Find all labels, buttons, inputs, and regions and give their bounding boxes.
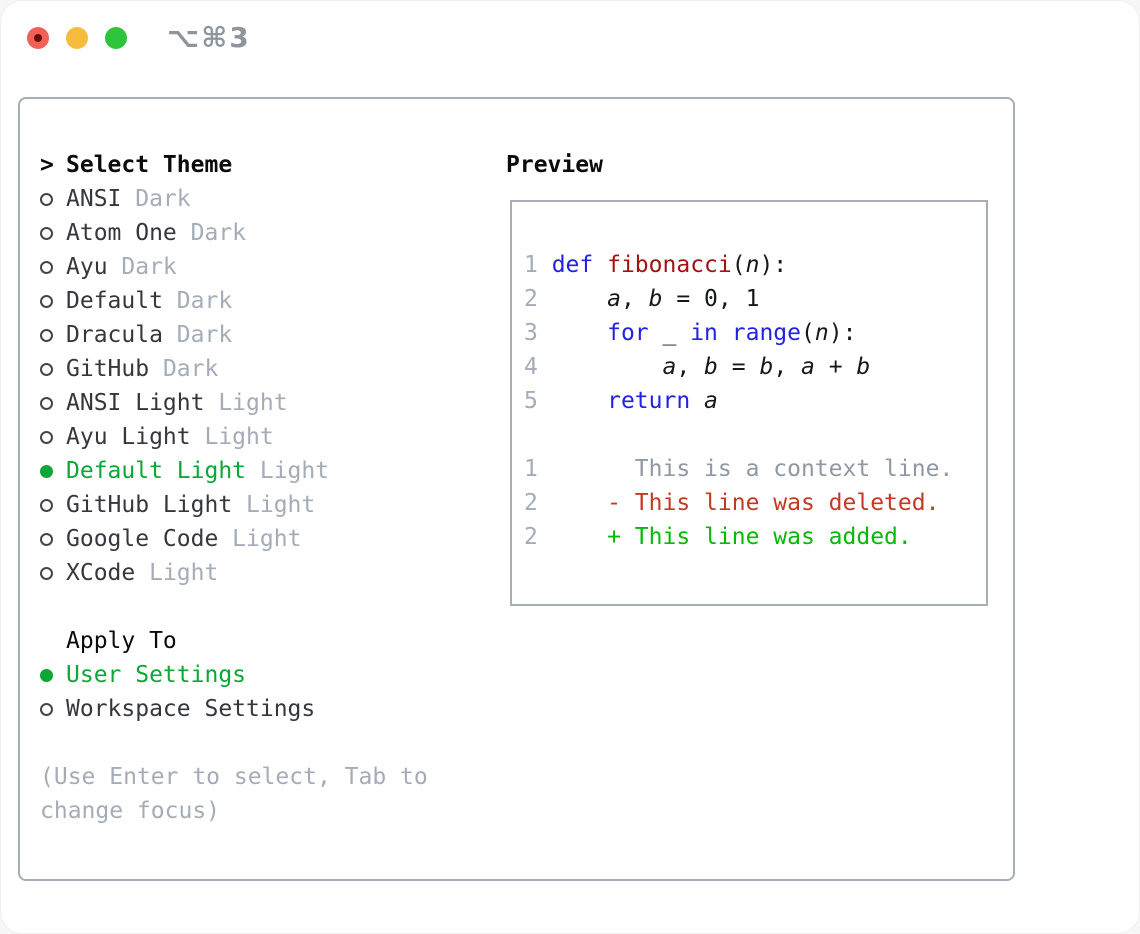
spacer xyxy=(40,726,428,760)
theme-option-default-dark[interactable]: Default Dark xyxy=(40,284,428,318)
radio-icon xyxy=(40,566,53,580)
theme-option-label: Ayu xyxy=(66,254,108,280)
theme-option-label: Google Code xyxy=(66,526,219,552)
theme-variant-label: Dark xyxy=(162,288,233,314)
code-line: 2 + This line was added. xyxy=(524,524,912,550)
code-line: 4 a, b = b, a + b xyxy=(524,354,871,380)
theme-variant-label: Light xyxy=(204,390,288,416)
apply-to-header: Apply To xyxy=(40,624,428,658)
theme-option-label: Default Light xyxy=(66,458,247,484)
theme-option-default-light-light[interactable]: Default Light Light xyxy=(40,454,428,488)
apply-option-label: User Settings xyxy=(66,662,247,688)
hint-line-2: change focus) xyxy=(40,798,221,824)
theme-option-github-light-light[interactable]: GitHub Light Light xyxy=(40,488,428,522)
theme-variant-label: Dark xyxy=(107,254,177,280)
apply-option-label: Workspace Settings xyxy=(66,696,316,722)
theme-option-google-code-light[interactable]: Google Code Light xyxy=(40,522,428,556)
radio-icon xyxy=(40,396,53,410)
radio-icon xyxy=(40,532,53,546)
theme-variant-label: Light xyxy=(246,458,330,484)
radio-icon xyxy=(40,430,53,444)
theme-variant-label: Dark xyxy=(149,356,219,382)
select-theme-header: > Select Theme xyxy=(40,148,428,182)
radio-selected-icon xyxy=(40,668,53,682)
code-preview-box: 1 def fibonacci(n): 2 a, b = 0, 1 3 for _ … xyxy=(510,200,988,606)
close-button[interactable] xyxy=(27,27,49,49)
theme-option-ansi-dark[interactable]: ANSI Dark xyxy=(40,182,428,216)
close-dot-icon xyxy=(34,34,42,42)
theme-option-ayu-dark[interactable]: Ayu Dark xyxy=(40,250,428,284)
radio-icon xyxy=(40,328,53,342)
radio-icon xyxy=(40,498,53,512)
radio-icon xyxy=(40,260,53,274)
theme-variant-label: Light xyxy=(190,424,274,450)
theme-option-label: Default xyxy=(66,288,163,314)
theme-variant-label: Dark xyxy=(162,322,233,348)
theme-option-atom-one-dark[interactable]: Atom One Dark xyxy=(40,216,428,250)
apply-to-title: Apply To xyxy=(66,628,177,654)
theme-option-label: Dracula xyxy=(66,322,163,348)
code-line: 1 This is a context line. xyxy=(524,456,954,482)
radio-icon xyxy=(40,702,53,716)
code-line: 2 a, b = 0, 1 xyxy=(524,286,760,312)
code-line: 2 - This line was deleted. xyxy=(524,490,940,516)
theme-option-label: Atom One xyxy=(66,220,177,246)
minimize-button[interactable] xyxy=(66,27,88,49)
maximize-button[interactable] xyxy=(105,27,127,49)
theme-variant-label: Dark xyxy=(176,220,247,246)
theme-option-label: Ayu Light xyxy=(66,424,191,450)
radio-icon xyxy=(40,362,53,376)
apply-option-workspace-settings[interactable]: Workspace Settings xyxy=(40,692,428,726)
theme-option-xcode-light[interactable]: XCode Light xyxy=(40,556,428,590)
selection-cursor: > xyxy=(40,152,54,178)
theme-option-dracula-dark[interactable]: Dracula Dark xyxy=(40,318,428,352)
theme-variant-label: Light xyxy=(135,560,219,586)
preview-title: Preview xyxy=(506,152,603,178)
radio-selected-icon xyxy=(40,464,53,478)
theme-option-github-dark[interactable]: GitHub Dark xyxy=(40,352,428,386)
hint-line-1: (Use Enter to select, Tab to xyxy=(40,764,428,790)
traffic-lights xyxy=(27,27,127,49)
code-line xyxy=(524,418,986,452)
theme-variant-label: Light xyxy=(218,526,302,552)
code-line: 1 def fibonacci(n): xyxy=(524,252,788,278)
code-line: 5 return a xyxy=(524,388,718,414)
theme-option-label: GitHub Light xyxy=(66,492,233,518)
theme-option-ayu-light-light[interactable]: Ayu Light Light xyxy=(40,420,428,454)
radio-icon xyxy=(40,294,53,308)
window-title: ⌥⌘3 xyxy=(167,21,251,54)
code-line: 3 for _ in range(n): xyxy=(524,320,857,346)
radio-icon xyxy=(40,226,53,240)
theme-variant-label: Dark xyxy=(121,186,191,212)
theme-option-label: GitHub xyxy=(66,356,150,382)
spacer xyxy=(40,590,428,624)
theme-option-ansi-light-light[interactable]: ANSI Light Light xyxy=(40,386,428,420)
apply-option-user-settings[interactable]: User Settings xyxy=(40,658,428,692)
radio-icon xyxy=(40,192,53,206)
theme-option-label: ANSI xyxy=(66,186,122,212)
theme-variant-label: Light xyxy=(232,492,316,518)
theme-option-label: XCode xyxy=(66,560,136,586)
code-preview: 1 def fibonacci(n): 2 a, b = 0, 1 3 for _ … xyxy=(512,202,986,554)
theme-option-label: ANSI Light xyxy=(66,390,205,416)
select-theme-title: Select Theme xyxy=(66,152,233,178)
